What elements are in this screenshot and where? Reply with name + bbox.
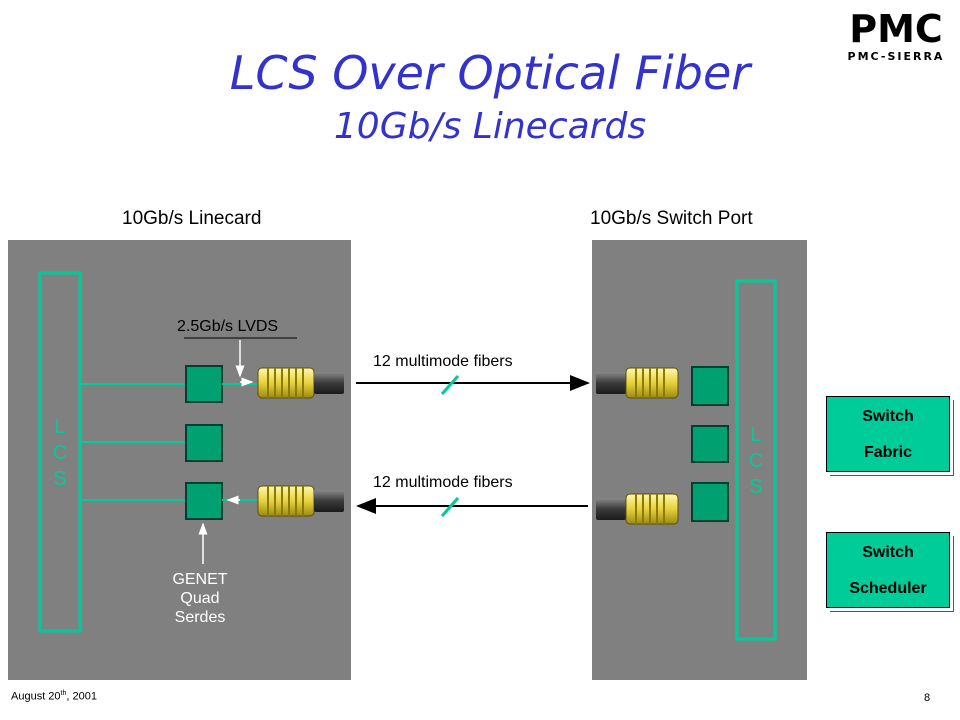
genet-line: Quad <box>180 590 220 607</box>
bundle-tick <box>440 497 460 517</box>
serdes-chip <box>185 424 223 462</box>
fiber-connector-rx-right <box>596 367 679 399</box>
serdes-chip <box>691 425 729 463</box>
switch-fabric-line: Switch <box>862 408 914 425</box>
slide-title: LCS Over Optical Fiber <box>229 46 751 100</box>
fiber-label-top: 12 multimode fibers <box>373 353 513 370</box>
fiber-label-bottom: 12 multimode fibers <box>373 474 513 491</box>
switch-fabric-box: Switch Fabric <box>826 396 950 472</box>
lcs-letter: L <box>54 416 66 438</box>
bundle-tick <box>440 375 460 395</box>
fiber-connector-rx <box>257 485 344 517</box>
footer-date-sup: th <box>60 690 67 697</box>
genet-line: Serdes <box>174 609 226 626</box>
serdes-chip <box>691 482 729 522</box>
lcs-letter: L <box>750 424 762 446</box>
switch-scheduler-box: Switch Scheduler <box>826 532 950 608</box>
footer-date: August 20th, 2001 <box>11 690 97 703</box>
lcs-letter: S <box>749 476 763 498</box>
pmc-sierra-logo: PMC PMC-SIERRA <box>848 7 945 63</box>
genet-label: GENET Quad Serdes <box>160 570 240 627</box>
footer-date-text: August 20 <box>11 690 61 703</box>
logo-mark: PMC <box>849 7 943 51</box>
switchport-label: 10Gb/s Switch Port <box>590 208 753 229</box>
lcs-letter: S <box>53 468 67 490</box>
slide-subtitle: 10Gb/s Linecards <box>333 106 647 147</box>
lcs-text-right: L C S <box>737 422 775 500</box>
switch-scheduler-line: Switch <box>862 544 914 561</box>
fiber-connector-tx-right <box>596 493 679 525</box>
page-number: 8 <box>924 692 931 704</box>
fiber-connector-tx <box>257 367 344 399</box>
serdes-chip <box>185 482 223 520</box>
lcs-letter: C <box>748 450 764 472</box>
genet-line: GENET <box>172 571 228 588</box>
serdes-chip <box>691 366 729 406</box>
lcs-letter: C <box>52 442 68 464</box>
lcs-bar-left <box>38 271 82 633</box>
linecard-panel <box>8 240 351 680</box>
switch-scheduler-line: Scheduler <box>849 580 927 597</box>
lcs-text-left: L C S <box>40 414 80 492</box>
footer-year: , 2001 <box>66 690 97 703</box>
linecard-label: 10Gb/s Linecard <box>122 208 262 229</box>
switch-fabric-line: Fabric <box>863 444 912 461</box>
logo-tagline: PMC-SIERRA <box>848 50 945 63</box>
lcs-bar-right <box>735 279 777 641</box>
serdes-chip <box>185 365 223 403</box>
lvds-label: 2.5Gb/s LVDS <box>177 318 279 335</box>
